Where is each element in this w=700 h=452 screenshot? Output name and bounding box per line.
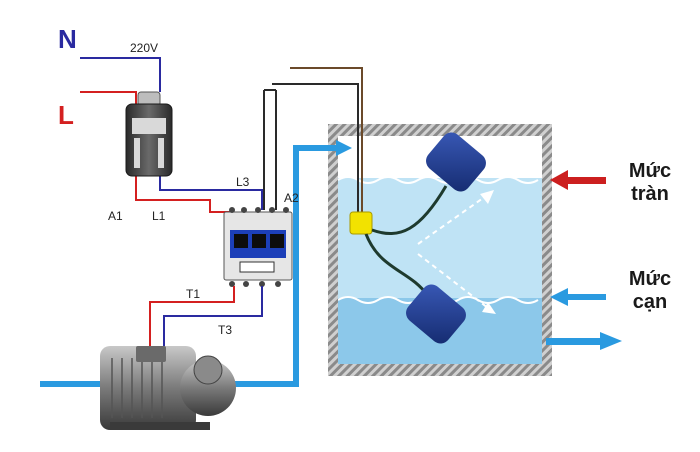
tank-wall (328, 124, 552, 376)
overflow-line-2: tràn (631, 183, 669, 205)
label-overflow-level: Mức tràn (610, 160, 690, 206)
live-wire-to-contactor (135, 176, 232, 213)
overflow-arrow-icon (550, 170, 568, 190)
label-neutral: N (58, 24, 77, 54)
overflow-line-1: Mức (628, 160, 672, 182)
circuit-breaker (125, 91, 173, 177)
float-switch-lower (406, 284, 466, 344)
pipe-inlet-arrow-icon (336, 140, 352, 156)
label-t1: T1 (186, 287, 201, 301)
label-l1: L1 (152, 209, 166, 223)
outlet-pipe (546, 338, 602, 345)
label-low-level: Mức cạn (610, 268, 690, 314)
low-level-arrow-shaft (566, 294, 606, 300)
contactor (223, 207, 293, 287)
live-wire (80, 91, 137, 104)
label-a1: A1 (108, 209, 123, 223)
float-motion-arrows (417, 195, 489, 309)
label-a2: A2 (284, 191, 299, 205)
low-level-arrow-icon (550, 288, 568, 306)
float-wire-lower (364, 233, 430, 297)
float-switch-upper (426, 132, 486, 192)
float-wire-upper (371, 185, 448, 235)
low-line-2: cạn (632, 291, 668, 313)
water-surface-upper (337, 176, 539, 184)
water-pipe (40, 145, 336, 387)
neutral-wire-to-contactor (159, 176, 263, 210)
neutral-wire (80, 57, 161, 92)
water-pump (100, 346, 236, 430)
low-line-1: Mức (628, 268, 672, 290)
output-wire-t1 (149, 286, 235, 346)
label-live: L (58, 100, 74, 130)
float-cable (263, 67, 363, 214)
motion-arrow-up-icon (480, 190, 494, 204)
label-voltage: 220V (130, 41, 159, 55)
label-l3: L3 (236, 175, 250, 189)
output-wire-t3 (163, 286, 263, 346)
outlet-arrow-icon (600, 332, 622, 350)
overflow-arrow-shaft (566, 177, 606, 184)
motion-arrow-down-icon (482, 302, 496, 314)
float-hub (349, 211, 373, 235)
label-t3: T3 (218, 323, 233, 337)
